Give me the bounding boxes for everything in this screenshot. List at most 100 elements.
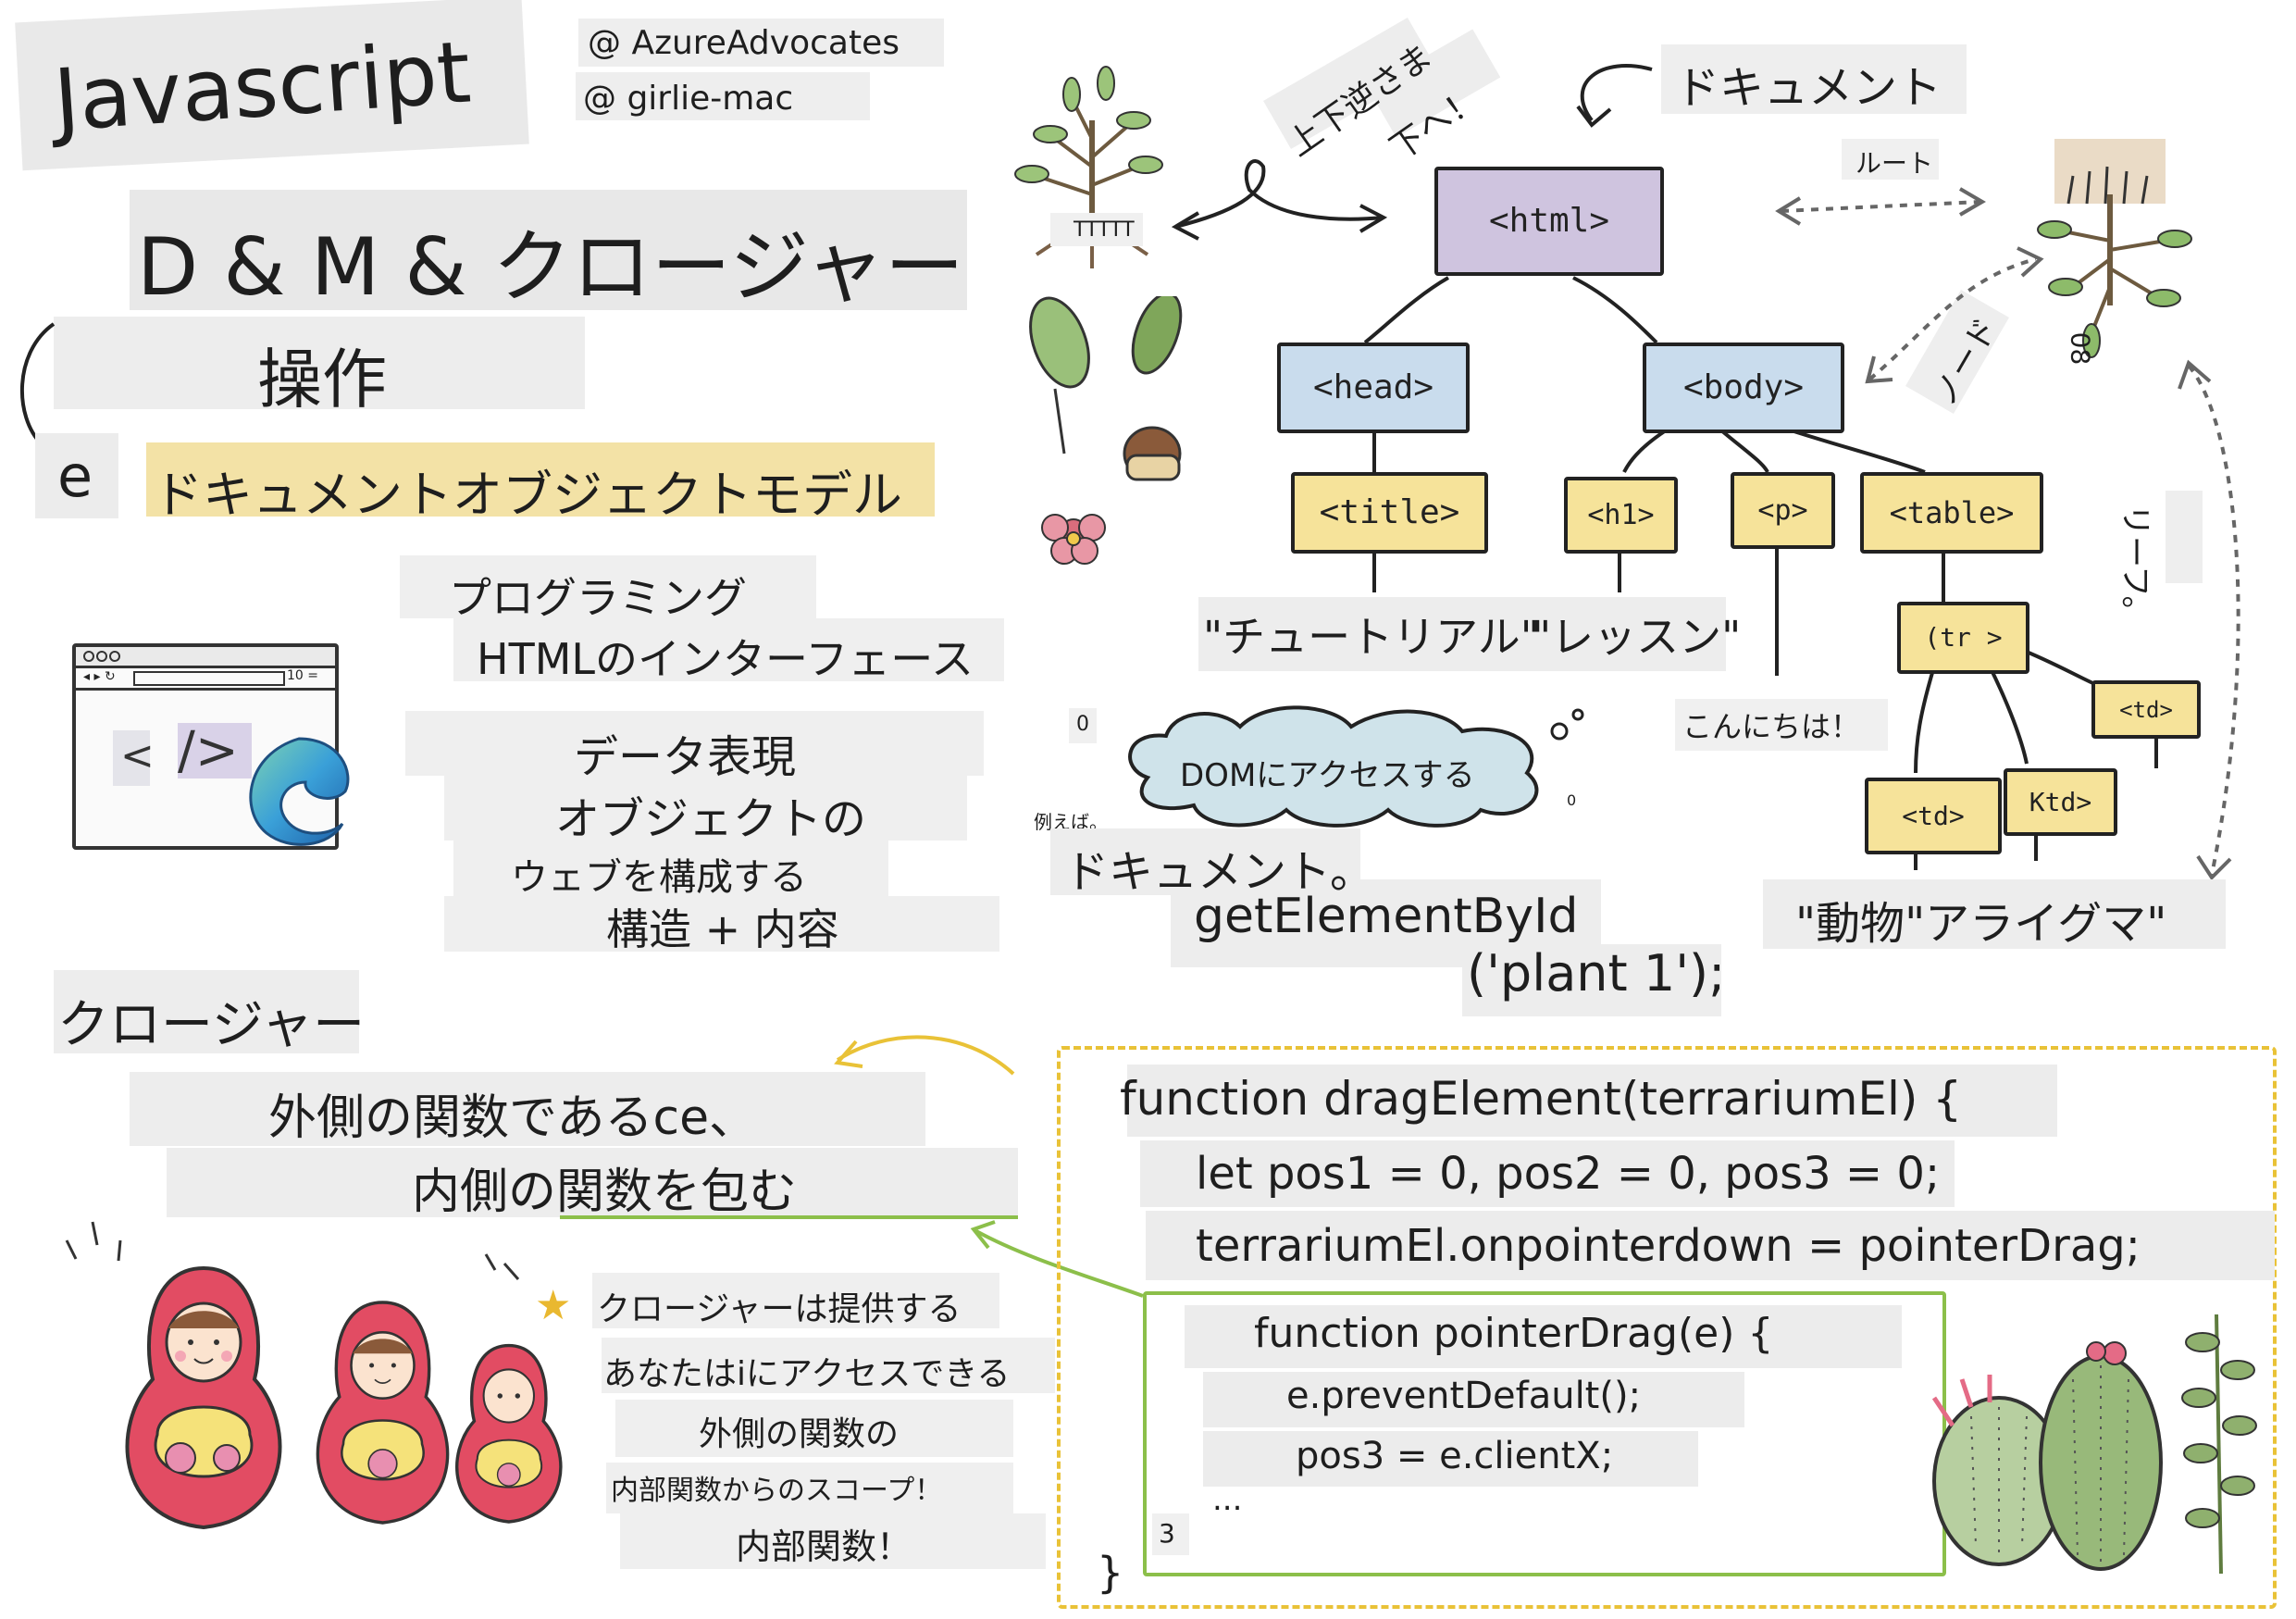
browser-nav-icon: ◂ ▸ ↻ [83,669,116,684]
text-node-tutorial: "チュートリアル" [1203,612,1540,662]
hello-paper [1675,699,1888,751]
text-node-paper [1198,597,1726,671]
credit-azure: @ AzureAdvocates [588,24,900,62]
note-paper-5 [620,1513,1046,1569]
p1-line1: プログラミング [449,573,747,623]
code-closing-brace: } [1097,1548,1124,1598]
p2-line4: 構造 + 内容 [606,904,839,954]
code-paper-2 [1140,1140,1955,1207]
code-line-num: 3 [1159,1518,1175,1549]
note-paper-3 [615,1400,1013,1457]
node-title: <title> [1291,472,1488,554]
root-label: ルート [1855,148,1934,179]
p2-line3: ウェブを構成する [511,856,807,899]
document-paper [1661,44,1967,114]
browser-tab-count: 10 = [287,668,318,683]
subtitle-paper [130,190,967,310]
node-p: <p> [1731,472,1835,549]
zero-right: 0 [1567,791,1577,809]
access-line3: ('plant 1'); [1467,944,1726,1003]
node-td-left: <td> [1865,778,2002,854]
node-table: <table> [1860,472,2043,554]
cloud-text: DOMにアクセスする [1180,757,1475,794]
manip-text: 操作 [257,342,387,417]
code-left-bg [113,730,150,786]
browser-dot-icon [83,651,94,662]
node-h1: <h1> [1564,477,1678,554]
inner-line4: ... [1212,1481,1243,1518]
closure-paper-2 [167,1148,1018,1217]
code-right-bg [178,723,252,778]
p2-paper-1 [405,711,984,776]
plant-upright-icon [1014,66,1163,268]
dom-heading-highlight [146,442,935,517]
leaf-doodles-icon [1029,296,1183,565]
manip-paper [54,317,585,409]
node-body: <body> [1643,342,1844,433]
note-paper-1 [592,1273,999,1328]
inner-line2: e.preventDefault(); [1286,1375,1642,1417]
line-num-paper [1152,1513,1189,1555]
p2-paper-2 [444,776,967,841]
note-paper-2 [602,1338,1055,1393]
code-line3: terrariumEl.onpointerdown = pointerDrag; [1196,1220,2141,1272]
closure-line1: 外側の関数であるce、 [268,1090,758,1146]
plant-label-paper [1050,213,1143,246]
credit-paper-2 [576,72,870,120]
p2-paper-4 [444,896,999,952]
browser-dot-icon [109,651,120,662]
p2-paper-3 [453,841,888,896]
p2-line2: オブジェクトの [555,793,867,845]
browser-addressbar: ◂ ▸ ↻ 10 = [76,667,335,691]
browser-url-field [133,671,285,686]
node-html: <html> [1434,167,1664,276]
credit-paper-1 [578,19,944,67]
closure-line2: 内側の関数を包む [412,1164,798,1220]
letter-paper [35,433,118,518]
plant-upside-down-icon [2037,139,2192,358]
p1-paper-2 [453,618,1004,681]
inner-paper-2 [1203,1372,1744,1427]
leaf-paper [2166,491,2203,583]
closure-note3: 外側の関数の [699,1415,900,1453]
text-node-animal: "動物"アライグマ" [1795,898,2167,950]
plant-label: TTTTT [1074,218,1135,242]
zero-left: 0 [1076,713,1089,736]
browser-dot-icon [96,651,107,662]
cactus-icon [1931,1314,2257,1575]
code-line1: function dragElement(terrariumEl) { [1120,1072,1963,1126]
code-paper-3 [1146,1211,2275,1280]
closure-paper-1 [130,1072,925,1146]
animal-paper [1763,879,2226,949]
note-paper-4 [606,1463,1013,1513]
node-head: <head> [1277,342,1470,433]
subtitle-text: D & M & クロージャー [137,221,964,314]
browser-titlebar [76,647,335,668]
code-paper-1 [1127,1065,2057,1137]
plant-tag: 08 [2065,331,2096,366]
code-line2: let pos1 = 0, pos2 = 0, pos3 = 0; [1196,1148,1941,1200]
dom-heading: ドキュメントオブジェクトモデル [153,466,902,524]
closure-note2: あなたはiにアクセスできる [603,1355,1011,1393]
closure-note1: クロージャーは提供する [597,1290,962,1328]
p2-line1: データ表現 [574,731,797,783]
p1-line2: HTMLのインターフェース [477,634,974,684]
access-line2: getElementById [1194,889,1579,944]
inner-line3: pos3 = e.clientX; [1296,1435,1614,1477]
access-line1: ドキュメント。 [1064,846,1375,898]
dom-letter: e [57,442,93,510]
text-node-hello: こんにちは！ [1682,709,1861,744]
code-symbol-right: /> [178,721,239,781]
inner-paper-1 [1185,1305,1902,1368]
p1-paper-1 [400,555,816,618]
closure-note5: 内部関数！ [736,1526,912,1567]
star-icon: ★ [535,1282,572,1329]
closure-heading: クロージャー [57,995,366,1055]
matryoshka-dolls-icon [125,1265,563,1530]
text-node-lesson: "レッスン" [1532,612,1742,662]
cloud-icon [1128,705,1584,828]
node-td-mid: Ktd> [2004,768,2117,836]
access-paper-3 [1462,944,1721,1016]
outer-function-box [1057,1046,2277,1609]
closure-note4: 内部関数からのスコープ！ [611,1475,943,1507]
